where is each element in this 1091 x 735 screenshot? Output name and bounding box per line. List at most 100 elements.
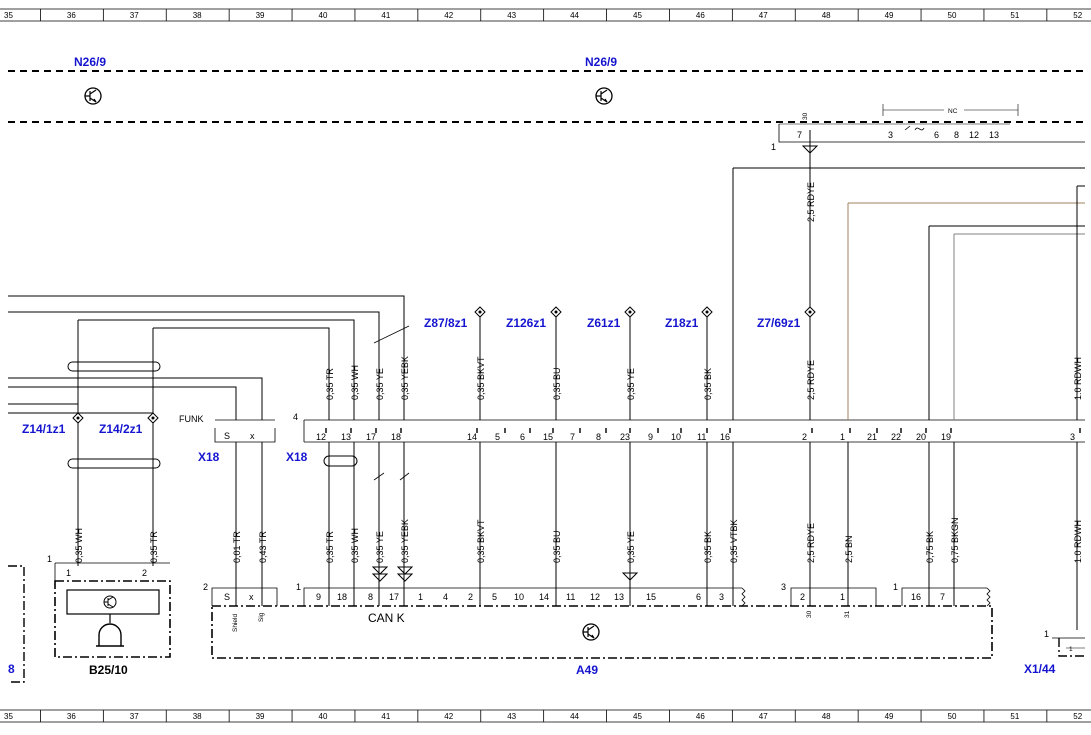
connector-top-pin: 6 [934,130,939,140]
funk-label: FUNK [179,414,204,424]
wire-label: 2,5 BN [844,535,854,563]
splice-label: Z7/69z1 [757,316,801,330]
ruler-column-number: 46 [696,712,705,721]
connector-main-pin: 17 [366,432,376,442]
a49-conn3-pin: 2 [800,592,805,602]
nc-label: NC [948,108,958,115]
a49-conn2-pin: x [249,592,254,602]
a49-conn1-pin: 17 [389,592,399,602]
ruler-column-number: 50 [948,11,957,20]
wire-label: 0,35 WH [74,528,84,563]
a49-conn1-pin: 2 [468,592,473,602]
connector-main-pin: 1 [840,432,845,442]
control-unit-icon [582,623,600,641]
connector-main-pin: 6 [520,432,525,442]
splice-label: Z126z1 [506,316,546,330]
connector-main-pin: 14 [467,432,477,442]
x18-label: X18 [198,450,220,464]
ruler-column-number: 52 [1073,11,1082,20]
b25-10-component: 1 1 2 B25/10 [47,554,171,677]
x1-44-connector: 1 1 X1/44 [1024,629,1085,676]
ruler-column-number: 48 [822,712,831,721]
splice-label: Z61z1 [587,316,621,330]
connector-top-pin: 3 [888,130,893,140]
ruler-column-number: 51 [1010,712,1019,721]
wire-label: 2,5 RDYE [806,182,816,222]
connector-top-pin: 8 [954,130,959,140]
a49-conn1-pin: 14 [539,592,549,602]
wire-label: 0,35 TR [149,531,159,563]
ruler-column-number: 41 [381,712,390,721]
a49-conn1-pin: 1 [418,592,423,602]
x18-label-right: X18 [286,450,308,464]
can-k-label: CAN K [368,611,405,625]
pin-30-label: 30 [802,112,809,120]
connector-main-pin: 5 [495,432,500,442]
ruler-column-number: 49 [885,11,894,20]
connector-main-pin: 9 [648,432,653,442]
ruler-column-number: 52 [1073,712,1082,721]
left-edge-label: 8 [8,662,15,676]
b25-connector-number: 1 [47,554,52,564]
ground-symbol [371,145,819,582]
ruler-column-number: 42 [444,11,453,20]
ruler-column-number: 36 [67,712,76,721]
connector-top: 1 7 3 6 8 12 13 NC 30 [771,104,1085,152]
connector-top-pin: 13 [989,130,999,140]
splice-label: Z14/2z1 [99,422,143,436]
ruler-column-number: 37 [130,11,139,20]
ruler-column-number: 47 [759,11,768,20]
wire-label: 0,43 TR [258,531,268,563]
x18-connector: S x FUNK X18 X18 [179,414,358,467]
twisted-pair-marker [67,361,161,372]
a49-conn1-pin: 9 [316,592,321,602]
connector-top-pin: 7 [797,130,802,140]
connector-main-number: 4 [293,412,298,422]
wire-label: 0,35 BK [703,368,713,400]
connector-main-pin: 23 [620,432,630,442]
a49-conn1-pin: 6 [696,592,701,602]
splice-label: Z14/1z1 [22,422,66,436]
splice-label: Z87/8z1 [424,316,468,330]
ruler-column-number: 39 [256,712,265,721]
wire-label: 2,5 RDYE [806,523,816,563]
wire-label: 0,35 YEBK [400,519,410,563]
ruler-column-number: 35 [4,11,13,20]
ruler-column-number: 45 [633,11,642,20]
ruler-column-number: 48 [822,11,831,20]
a49-conn1-pin: 8 [368,592,373,602]
ruler-column-number: 46 [696,11,705,20]
ruler-column-number: 51 [1010,11,1019,20]
connector-main-pin: 3 [1070,432,1075,442]
a49-conn4-pin: 16 [911,592,921,602]
a49-conn1-pin: 12 [590,592,600,602]
ruler-column-number: 42 [444,712,453,721]
connector-main-pin: 22 [891,432,901,442]
connector-main-pin: 20 [916,432,926,442]
twisted-pair-marker [67,458,161,469]
ruler-column-number: 47 [759,712,768,721]
connector-main-pin: 16 [720,432,730,442]
a49-conn1-pin: 4 [443,592,448,602]
wire-label: 1.0 RDWH [1073,520,1083,563]
a49-conn1-pin: 18 [337,592,347,602]
x1-44-number: 1 [1044,629,1049,639]
connector-main-pin: 18 [391,432,401,442]
control-unit-icon [595,87,613,105]
x1-44-label: X1/44 [1024,662,1056,676]
a49-conn2-sub: Shield [232,614,239,632]
a49-conn1-pin: 15 [646,592,656,602]
ruler-column-number: 44 [570,712,579,721]
a49-conn4-pin: 7 [940,592,945,602]
ruler-column-number: 44 [570,11,579,20]
a49-conn2-sub: Sig [258,612,265,622]
wire-label: 0,35 TR [325,531,335,563]
n26-9-label-left: N26/9 [74,55,106,69]
n26-9-label-right: N26/9 [585,55,617,69]
wire-label: 0,35 BKVT [476,519,486,563]
b25-10-label: B25/10 [89,663,128,677]
wire-label: 0,35 YE [626,368,636,400]
x18-pin: x [250,431,255,441]
connector-main-pin: 21 [867,432,877,442]
